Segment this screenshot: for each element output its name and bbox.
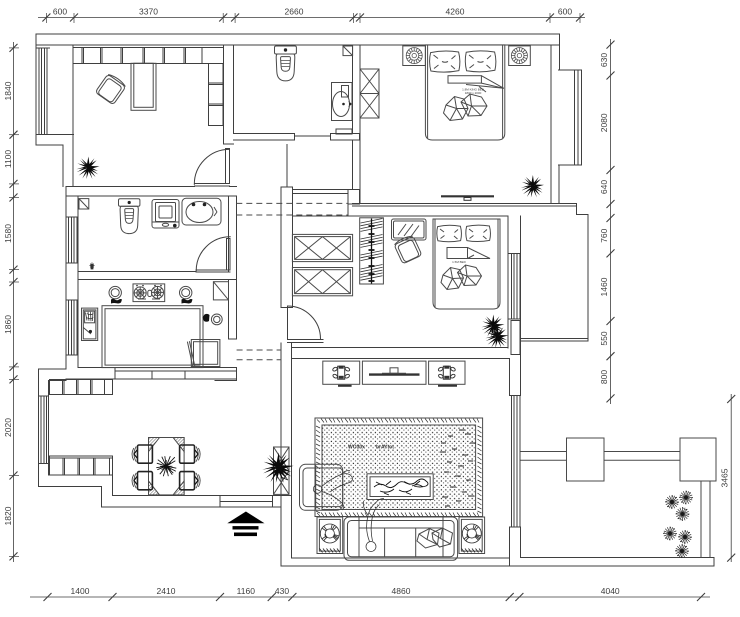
svg-text:3465: 3465 <box>720 468 730 487</box>
svg-text:2020: 2020 <box>3 418 13 437</box>
svg-text:1860: 1860 <box>3 315 13 334</box>
svg-text:630: 630 <box>599 53 609 67</box>
svg-text:1100: 1100 <box>3 150 13 169</box>
svg-text:brAYtot: brAYtot <box>376 445 394 451</box>
svg-text:760: 760 <box>599 228 609 242</box>
svg-text:600: 600 <box>558 7 572 17</box>
svg-text:1580: 1580 <box>3 224 13 243</box>
svg-text:2660: 2660 <box>285 7 304 17</box>
svg-text:2080: 2080 <box>599 113 609 132</box>
svg-text:600: 600 <box>53 7 67 17</box>
svg-text:4860: 4860 <box>392 586 411 596</box>
svg-text:2410: 2410 <box>157 586 176 596</box>
svg-text:1800 x 2000: 1800 x 2000 <box>465 91 482 95</box>
svg-text:640: 640 <box>599 180 609 194</box>
svg-text:4260: 4260 <box>446 7 465 17</box>
svg-text:3370: 3370 <box>139 7 158 17</box>
svg-text:4040: 4040 <box>601 586 620 596</box>
svg-text:1.8M KING BED: 1.8M KING BED <box>462 88 485 92</box>
svg-text:1820: 1820 <box>3 506 13 525</box>
svg-text:1840: 1840 <box>3 81 13 100</box>
svg-text:1.5M BED: 1.5M BED <box>452 260 467 264</box>
svg-text:1400: 1400 <box>71 586 90 596</box>
svg-text:430: 430 <box>275 586 289 596</box>
svg-text:550: 550 <box>599 331 609 345</box>
svg-text:800: 800 <box>599 370 609 384</box>
svg-text:1460: 1460 <box>599 277 609 296</box>
svg-text:WO30x: WO30x <box>348 445 365 451</box>
svg-text:1160: 1160 <box>237 586 256 596</box>
